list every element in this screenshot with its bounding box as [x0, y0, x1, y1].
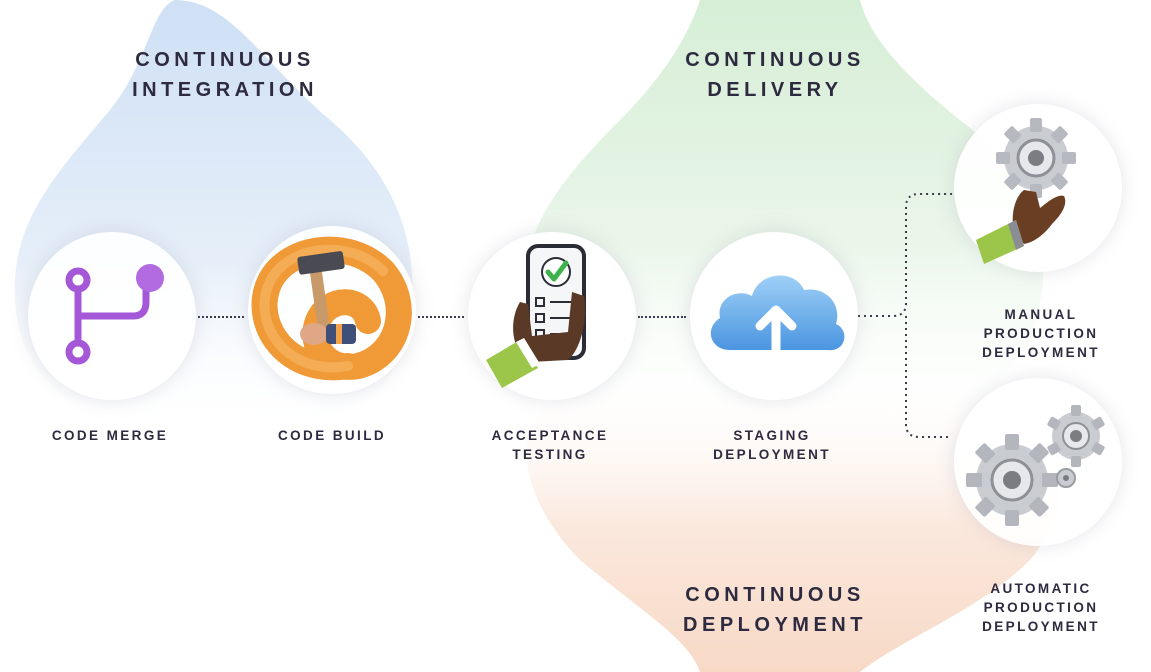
- deployment-region: [526, 373, 1062, 672]
- acceptance-testing-label: ACCEPTANCE TESTING: [460, 426, 640, 464]
- delivery-region: [520, 0, 1044, 440]
- label-line: ACCEPTANCE: [491, 428, 609, 443]
- code-merge-node: [28, 232, 196, 400]
- connector-acceptance-staging: [638, 316, 686, 318]
- phone-checklist-icon: [486, 244, 586, 388]
- label-line: CODE MERGE: [51, 428, 169, 443]
- manual-production-label: MANUAL PRODUCTION DEPLOYMENT: [946, 305, 1136, 362]
- hand-gear-icon: [976, 118, 1076, 264]
- heading-continuous-deployment: CONTINUOUS DEPLOYMENT: [650, 580, 900, 640]
- automatic-production-label: AUTOMATIC PRODUCTION DEPLOYMENT: [946, 579, 1136, 636]
- heading-continuous-integration: CONTINUOUS INTEGRATION: [100, 45, 350, 105]
- label-line: CODE BUILD: [278, 428, 386, 443]
- code-merge-label: CODE MERGE: [20, 426, 200, 445]
- manual-production-node: [954, 104, 1122, 272]
- connector-merge-build: [198, 316, 244, 318]
- code-build-node: [248, 226, 416, 394]
- staging-deployment-node: [690, 232, 858, 400]
- hammer-swirl-icon: [251, 236, 412, 381]
- heading-line: DELIVERY: [707, 79, 843, 101]
- label-line: PRODUCTION: [983, 326, 1099, 341]
- heading-line: CONTINUOUS: [685, 49, 865, 71]
- heading-line: INTEGRATION: [132, 79, 318, 101]
- automatic-production-node: [954, 378, 1122, 546]
- label-line: STAGING: [733, 428, 811, 443]
- connector-build-acceptance: [418, 316, 464, 318]
- heading-continuous-delivery: CONTINUOUS DELIVERY: [650, 45, 900, 105]
- heading-line: DEPLOYMENT: [683, 614, 867, 636]
- heading-line: CONTINUOUS: [135, 49, 315, 71]
- label-line: DEPLOYMENT: [982, 619, 1100, 634]
- label-line: DEPLOYMENT: [982, 345, 1100, 360]
- staging-deployment-label: STAGING DEPLOYMENT: [682, 426, 862, 464]
- label-line: DEPLOYMENT: [713, 447, 831, 462]
- git-merge-icon: [65, 264, 164, 365]
- label-line: MANUAL: [1004, 307, 1078, 322]
- label-line: AUTOMATIC: [990, 581, 1092, 596]
- heading-line: CONTINUOUS: [685, 584, 865, 606]
- label-line: TESTING: [512, 447, 588, 462]
- gears-icon: [966, 405, 1105, 526]
- code-build-label: CODE BUILD: [242, 426, 422, 445]
- cloud-upload-icon: [710, 275, 845, 361]
- label-line: PRODUCTION: [983, 600, 1099, 615]
- acceptance-testing-node: [468, 232, 636, 400]
